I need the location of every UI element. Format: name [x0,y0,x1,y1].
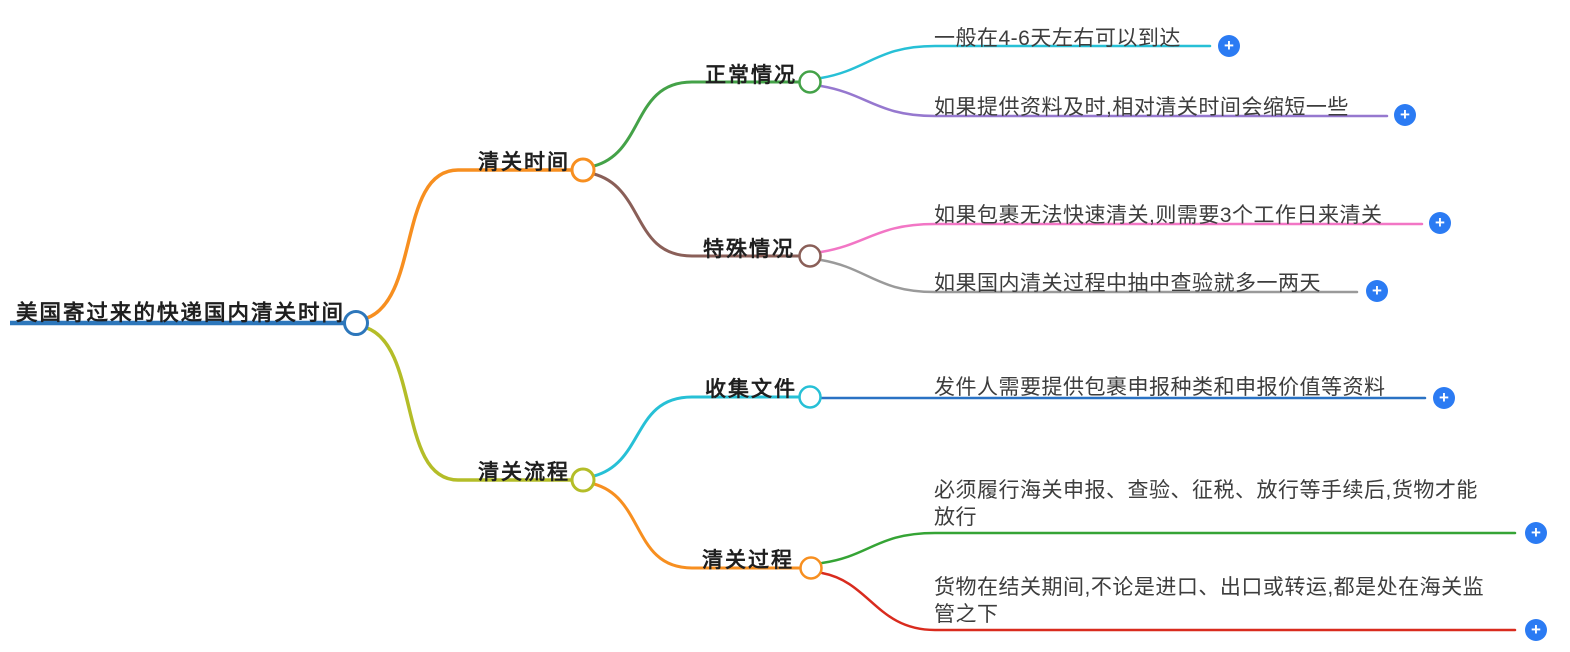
connector-clearance-process [365,326,574,482]
connector-leaf-3 [819,222,1424,254]
connector-clearance-procedure [592,482,802,570]
leaf-node-6[interactable]: 必须履行海关申报、查验、征税、放行等手续后,货物才能放行 [934,479,1478,529]
connector-leaf-7 [820,571,1517,632]
branch-clearance-time-label[interactable]: 清关时间 [478,151,570,174]
root-node-label[interactable]: 美国寄过来的快递国内清关时间 [16,301,346,325]
add-child-button-7[interactable]: + [1525,619,1547,641]
clearance-process-collapse-handle[interactable] [570,467,596,493]
branch-clearance-process-label[interactable]: 清关流程 [478,461,570,484]
add-child-button-2[interactable]: + [1394,104,1416,126]
special-case-collapse-handle[interactable] [798,244,822,268]
connector-collect-documents [592,395,801,478]
collect-documents-collapse-handle[interactable] [798,385,822,409]
leaf-node-3[interactable]: 如果包裹无法快速清关,则需要3个工作日来清关 [934,204,1383,227]
connector-normal-case [592,80,801,168]
connector-leaf-4 [819,258,1359,294]
leaf-node-4[interactable]: 如果国内清关过程中抽中查验就多一两天 [934,272,1321,295]
connector-leaf-1 [819,44,1212,80]
connector-special-case [592,172,801,258]
add-child-button-5[interactable]: + [1433,387,1455,409]
subnode-normal-case-label[interactable]: 正常情况 [705,64,797,87]
add-child-button-1[interactable]: + [1218,35,1240,57]
clearance-procedure-collapse-handle[interactable] [799,556,823,580]
leaf-node-7[interactable]: 货物在结关期间,不论是进口、出口或转运,都是处在海关监管之下 [934,576,1485,626]
connector-clearance-time [365,168,574,320]
clearance-time-collapse-handle[interactable] [570,157,596,183]
subnode-clearance-procedure-label[interactable]: 清关过程 [702,549,794,572]
subnode-special-case-label[interactable]: 特殊情况 [703,238,795,261]
leaf-node-5[interactable]: 发件人需要提供包裹申报种类和申报价值等资料 [934,376,1386,399]
add-child-button-3[interactable]: + [1429,212,1451,234]
leaf-node-1[interactable]: 一般在4-6天左右可以到达 [934,27,1181,50]
subnode-collect-documents-label[interactable]: 收集文件 [705,378,797,401]
root-collapse-handle[interactable] [343,310,369,336]
connector-leaf-2 [819,84,1389,118]
normal-case-collapse-handle[interactable] [798,70,822,94]
connector-leaf-6 [820,531,1517,565]
add-child-button-6[interactable]: + [1525,522,1547,544]
add-child-button-4[interactable]: + [1366,280,1388,302]
leaf-node-2[interactable]: 如果提供资料及时,相对清关时间会缩短一些 [934,96,1349,119]
